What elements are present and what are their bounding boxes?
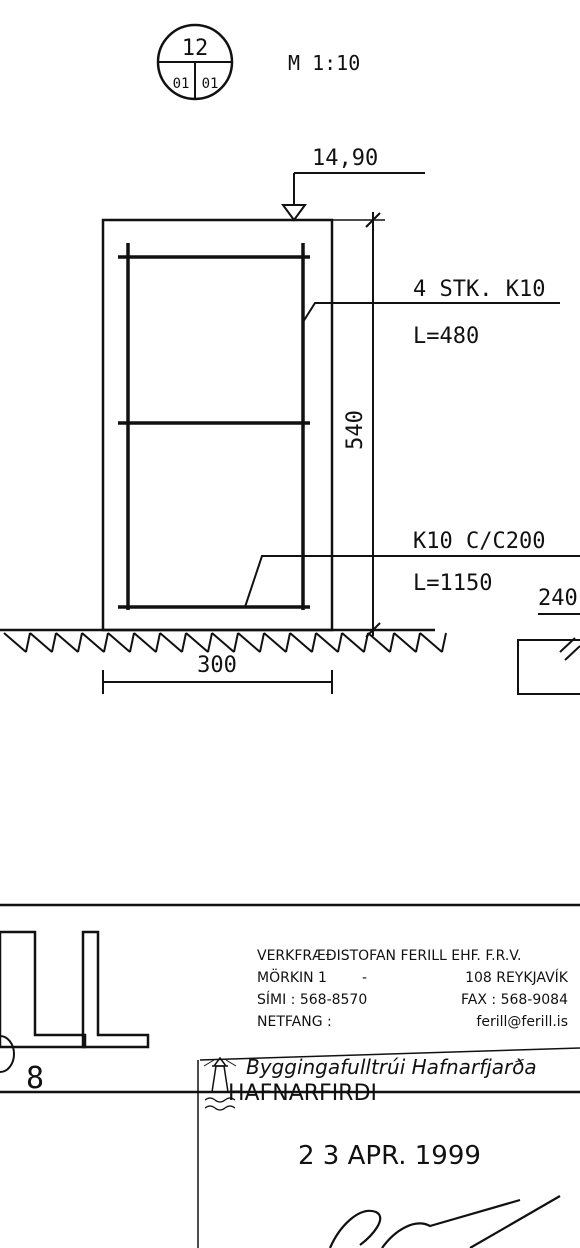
address-dash: - — [362, 970, 367, 986]
scale-label: M 1:10 — [288, 51, 360, 75]
approval-stamp: Byggingafulltrúi Hafnarfjarða HAFNARFIRÐ… — [197, 1047, 580, 1248]
address-street: MÖRKIN 1 — [257, 968, 327, 986]
title-block: VERKFRÆÐISTOFAN FERILL EHF. F.R.V. MÖRKI… — [0, 903, 580, 1096]
company-logo — [0, 930, 150, 1049]
partial-footing: 240 — [517, 586, 580, 695]
rebar-spec-vertical: 4 STK. K10 — [413, 277, 545, 302]
partial-dimension-label: 240 — [538, 586, 578, 611]
fax: FAX : 568-9084 — [461, 992, 568, 1008]
phone: SÍMI : 568-8570 — [257, 991, 367, 1008]
sheet-ref-right: 01 — [202, 76, 219, 92]
signature-scribble — [328, 1195, 561, 1248]
drawing-number-circle-fragment — [0, 1035, 15, 1073]
stamp-authority: Byggingafulltrúi Hafnarfjarða — [246, 1055, 537, 1079]
detail-number: 12 — [182, 36, 209, 61]
concrete-section — [101, 218, 334, 632]
email-label: NETFANG : — [257, 1014, 332, 1030]
detail-marker: 12 01 01 — [156, 23, 234, 101]
ground-hatching — [3, 632, 447, 653]
drawing-number-fragment: 8 — [26, 1061, 44, 1096]
elevation-triangle-icon — [281, 204, 307, 222]
ground-line — [0, 628, 447, 653]
elevation-label: 14,90 — [312, 146, 378, 171]
email: ferill@ferill.is — [476, 1014, 568, 1030]
rebar-callout-vertical: 4 STK. K10 L=480 — [302, 277, 560, 349]
sheet-ref-left: 01 — [173, 76, 190, 92]
rebar-callout-horizontal: K10 C/C200 L=1150 — [244, 529, 580, 608]
rebar-spec-horizontal: K10 C/C200 — [413, 529, 545, 554]
rebar-length-vertical: L=480 — [413, 324, 479, 349]
height-dimension-label: 540 — [343, 410, 368, 450]
company-name: VERKFRÆÐISTOFAN FERILL EHF. F.R.V. — [257, 948, 522, 964]
width-dimension: 300 — [102, 653, 333, 694]
height-dimension: 540 — [332, 212, 385, 638]
stamp-date: 2 3 APR. 1999 — [298, 1141, 481, 1171]
address-city: 108 REYKJAVÍK — [465, 969, 569, 986]
stamp-town: HAFNARFIRÐI — [228, 1081, 377, 1106]
ground-hatch-marks — [3, 632, 447, 653]
width-dimension-label: 300 — [197, 653, 237, 678]
rebar-cage — [118, 243, 310, 610]
rebar-length-horizontal: L=1150 — [413, 571, 492, 596]
elevation-marker: 14,90 — [281, 146, 425, 222]
lighthouse-icon — [203, 1056, 237, 1111]
